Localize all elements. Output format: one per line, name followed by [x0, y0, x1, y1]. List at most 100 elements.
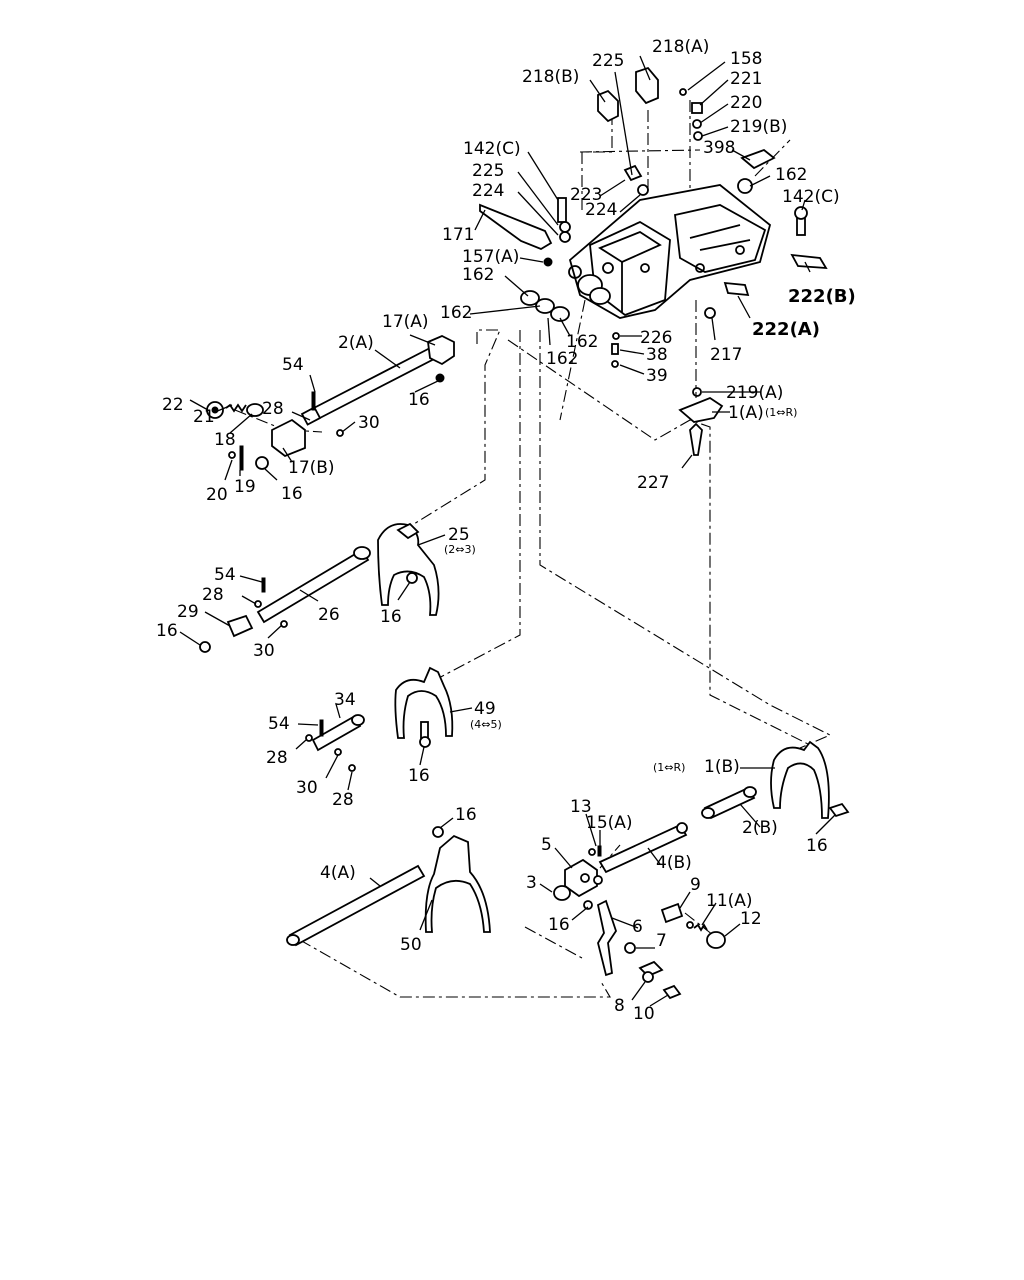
label-20: 20: [206, 485, 228, 505]
label-54-top: 54: [282, 355, 304, 375]
label-16-a: 16: [408, 390, 430, 410]
label-54-low: 54: [268, 714, 290, 734]
shift-fork-1a: [678, 387, 724, 456]
label-29: 29: [177, 602, 199, 622]
label-2a: 2(A): [338, 333, 374, 353]
label-398: 398: [703, 138, 735, 158]
label-50: 50: [400, 935, 422, 955]
label-15a: 15(A): [586, 813, 633, 833]
label-224-right: 224: [585, 200, 617, 220]
label-22: 22: [162, 395, 184, 415]
label-5: 5: [541, 835, 552, 855]
shift-rail-26: [199, 546, 371, 653]
shift-rail-2a: [300, 335, 455, 437]
label-2b: 2(B): [742, 818, 778, 838]
label-224-left: 224: [472, 181, 504, 201]
label-157a: 157(A): [462, 247, 519, 267]
label-162-top: 162: [775, 165, 807, 185]
label-158: 158: [730, 49, 762, 69]
label-7: 7: [656, 931, 667, 951]
interlock-block-17b: [228, 418, 306, 471]
label-3: 3: [526, 873, 537, 893]
shift-rail-4a: [286, 864, 426, 947]
label-54-mid: 54: [214, 565, 236, 585]
label-16-h: 16: [548, 915, 570, 935]
label-25-range: (2⇔3): [444, 543, 476, 556]
shift-cover-housing: [520, 184, 772, 322]
shift-fork-25: [377, 522, 440, 616]
label-217: 217: [710, 345, 742, 365]
label-1b: 1(B): [704, 757, 740, 777]
label-1a-range: (1⇔R): [765, 406, 797, 419]
label-16-g: 16: [455, 805, 477, 825]
label-219b: 219(B): [730, 117, 787, 137]
label-220: 220: [730, 93, 762, 113]
label-10: 10: [633, 1004, 655, 1024]
shift-fork-49: [394, 666, 454, 748]
parts-9-11a-12: [660, 902, 726, 949]
label-28-top: 28: [262, 399, 284, 419]
label-221: 221: [730, 69, 762, 89]
label-4a: 4(A): [320, 863, 356, 883]
label-18: 18: [214, 430, 236, 450]
label-16-c: 16: [156, 621, 178, 641]
label-162-a: 162: [462, 265, 494, 285]
label-162-c: 162: [566, 332, 598, 352]
label-12: 12: [740, 909, 762, 929]
label-34: 34: [334, 690, 356, 710]
label-28-low2: 28: [332, 790, 354, 810]
label-227: 227: [637, 473, 669, 493]
label-39: 39: [646, 366, 668, 386]
label-21: 21: [193, 407, 215, 427]
label-16-d: 16: [380, 607, 402, 627]
label-49-range: (4⇔5): [470, 718, 502, 731]
label-171: 171: [442, 225, 474, 245]
shift-fork-1b: [770, 740, 850, 819]
shift-rail-34: [305, 714, 365, 772]
label-218b: 218(B): [522, 67, 579, 87]
part-labels: 225 218(A) 158 218(B) 221 220 219(B) 398…: [156, 37, 856, 1024]
label-226: 226: [640, 328, 672, 348]
label-28-mid: 28: [202, 585, 224, 605]
label-1a: 1(A): [728, 403, 764, 423]
label-13: 13: [570, 797, 592, 817]
shift-fork-50: [424, 826, 491, 933]
label-11a: 11(A): [706, 891, 753, 911]
label-19: 19: [234, 477, 256, 497]
label-142c-left: 142(C): [463, 139, 521, 159]
label-218a: 218(A): [652, 37, 709, 57]
label-17a: 17(A): [382, 312, 429, 332]
label-162-b: 162: [440, 303, 472, 323]
label-1b-range: (1⇔R): [653, 761, 685, 774]
label-49: 49: [474, 699, 496, 719]
label-38: 38: [646, 345, 668, 365]
label-6: 6: [632, 917, 643, 937]
label-30-mid: 30: [253, 641, 275, 661]
label-17b: 17(B): [288, 458, 335, 478]
label-222b: 222(B): [788, 286, 856, 307]
selector-block-5: [553, 845, 603, 910]
shift-rail-4b: [598, 822, 688, 874]
label-16-e: 16: [408, 766, 430, 786]
parts-7-8-10: [638, 960, 682, 1000]
label-222a: 222(A): [752, 319, 820, 340]
top-small-parts: [479, 66, 828, 368]
label-8: 8: [614, 996, 625, 1016]
shift-rail-2b: [701, 786, 757, 820]
detent-parts-18-21-22: [206, 401, 264, 419]
label-162-d: 162: [546, 349, 578, 369]
label-219a: 219(A): [726, 383, 783, 403]
label-9: 9: [690, 875, 701, 895]
label-30-low: 30: [296, 778, 318, 798]
leader-lines: [179, 55, 836, 1007]
label-223: 223: [570, 185, 602, 205]
label-16-b: 16: [281, 484, 303, 504]
label-25: 25: [448, 525, 470, 545]
label-4b: 4(B): [656, 853, 692, 873]
label-30-top: 30: [358, 413, 380, 433]
lever-6: [596, 899, 636, 977]
label-16-f: 16: [806, 836, 828, 856]
label-225: 225: [592, 51, 624, 71]
label-142c-right: 142(C): [782, 187, 840, 207]
